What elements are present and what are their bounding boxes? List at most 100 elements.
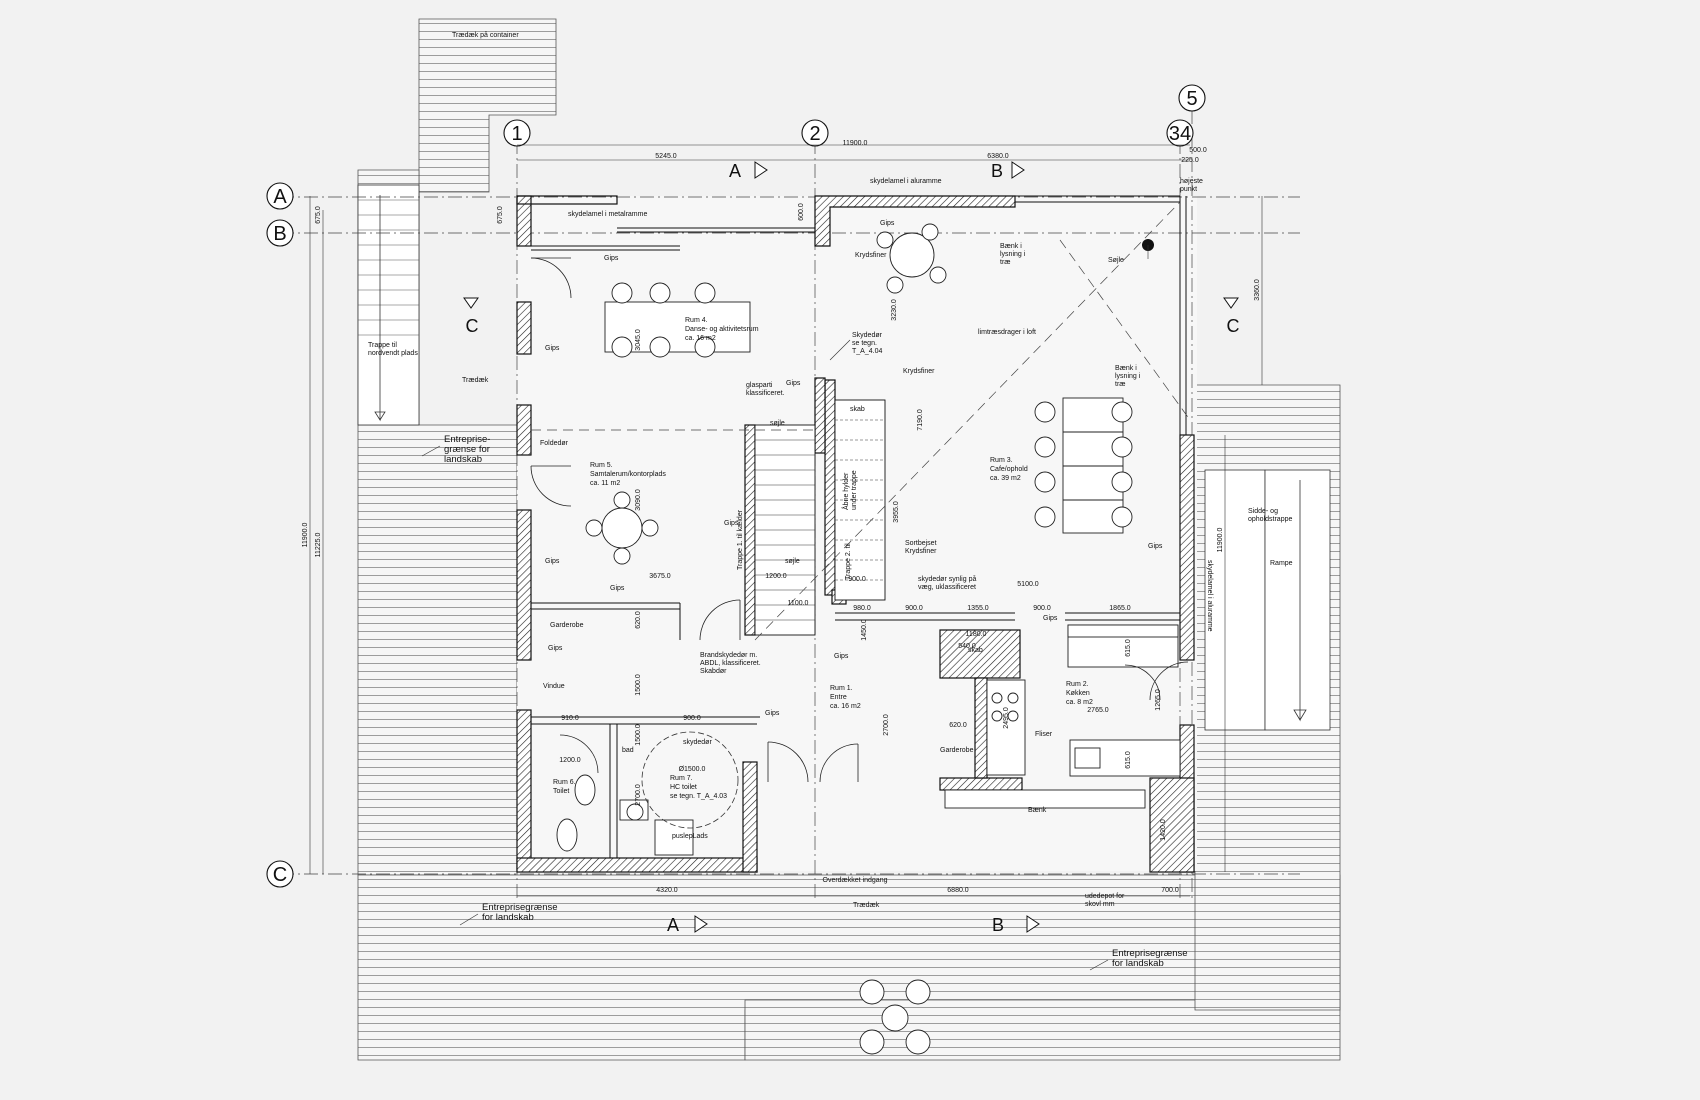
note-column: Søjle (1108, 257, 1124, 264)
east-stair (1204, 469, 1331, 731)
note-fold-door: Foldedør (540, 440, 569, 447)
dim-540: 540.0 (958, 643, 976, 650)
note-sliding-3: skydedør (683, 739, 712, 746)
note-alu-lamel-2: skydelamel i aluramme (1206, 560, 1213, 632)
dim-5100: 5100.0 (1017, 581, 1039, 588)
note-stair-1: Trappe 1. til kælder (737, 509, 744, 570)
section-c-left: C (466, 316, 479, 336)
room-2-label: Rum 2. Køkken ca. 8 m2 (1066, 681, 1093, 706)
dim-r3-3955: 3955.0 (893, 501, 900, 523)
dim-corridor: 1100.0 (788, 600, 809, 607)
note-stair-2: Trappe 2. til (845, 543, 852, 580)
dim-615a: 615.0 (1125, 639, 1132, 657)
note-gips-2: Gips (880, 220, 895, 227)
dim-bottom-700: 700.0 (1161, 887, 1179, 894)
dim-top-left: 5245.0 (655, 153, 677, 160)
dim-r4-height: 3045.0 (635, 329, 642, 351)
dim-615b: 615.0 (1125, 751, 1132, 769)
note-north-stair: Trappe til nordvendt plads (368, 342, 418, 357)
dim-1200: 1200.0 (559, 757, 581, 764)
dim-right-3360: 3360.0 (1254, 279, 1261, 301)
note-metal-lamel: skydelamel i metalramme (568, 211, 647, 218)
grid-bubble-5 (1178, 84, 1206, 112)
dim-top-500: 500.0 (1189, 147, 1207, 154)
grid-label-a: A (273, 186, 287, 208)
note-cupboard: skab (850, 406, 865, 413)
note-window: Vindue (543, 683, 565, 690)
note-plywood-2: Krydsfiner (903, 368, 935, 375)
dim-stair-width: 1200.0 (765, 573, 787, 580)
note-sliding-1: Skydedør se tegn. T_A_4.04 (852, 332, 884, 355)
deck-west (357, 424, 518, 876)
dim-bottom-4320: 4320.0 (656, 887, 678, 894)
walls (516, 195, 1195, 873)
north-stair (357, 184, 420, 426)
note-ramp: Rampe (1270, 560, 1293, 567)
furniture (556, 223, 1181, 1055)
note-changing: puslepLads (672, 833, 708, 840)
note-gips-1: Gips (604, 255, 619, 262)
dim-900a: 900.0 (848, 576, 866, 583)
note-bench-1: Bænk i lysning i træ (1000, 243, 1027, 266)
note-fire-door: Brandskydedør m. ABDL, klassificeret. Sk… (700, 652, 763, 675)
stair-1 (754, 424, 816, 636)
dim-left-11225: 11225.0 (315, 533, 322, 558)
grid-bubble-1 (503, 119, 531, 147)
dim-left-675b: 675.0 (497, 206, 504, 224)
section-markers (463, 161, 1239, 933)
note-gips-11: Gips (1148, 543, 1163, 550)
dim-620b: 620.0 (949, 722, 967, 729)
grid-label-34: 34 (1169, 123, 1191, 145)
note-bench-3: Bænk (1028, 807, 1047, 814)
note-wardrobe-1: Garderobe (550, 622, 584, 629)
dim-1180: 1180.0 (966, 631, 987, 638)
note-gips-glass: Gips (786, 380, 801, 387)
note-gips-4: Gips (724, 520, 739, 527)
roof-lines (531, 201, 1191, 641)
section-b-top: B (991, 161, 1003, 181)
dim-left-11900: 11900.0 (302, 523, 309, 548)
section-c-right: C (1227, 316, 1240, 336)
note-tiles: Fliser (1035, 731, 1053, 738)
note-plywood-1: Krydsfiner (855, 252, 887, 259)
note-deck-1: Trædæk (462, 377, 489, 384)
note-boundary-3: Entreprisegrænse for landskab (1112, 948, 1190, 969)
dim-r3-3230: 3230.0 (891, 299, 898, 321)
grid-label-1: 1 (511, 123, 522, 145)
grid-bubble-A (266, 182, 294, 210)
note-gips-8: Gips (834, 653, 849, 660)
dim-r5-width: 3675.0 (649, 573, 671, 580)
dim-2765: 2765.0 (1087, 707, 1109, 714)
room-3-label: Rum 3. Cafe/ophold ca. 39 m2 (990, 457, 1030, 482)
room-1-label: Rum 1. Entre ca. 16 m2 (830, 685, 861, 710)
dim-1500: 1500.0 (635, 674, 642, 696)
dim-r5-height: 3090.0 (635, 489, 642, 511)
dim-top-225: 225.0 (1181, 157, 1199, 164)
dim-1500b: 1500.0 (635, 724, 642, 746)
grid-label-c: C (273, 864, 287, 886)
note-column-3: søjle (785, 558, 800, 565)
room-7-label: Rum 7. HC toilet se tegn. T_A_4.03 (670, 775, 727, 800)
note-gips-6: Gips (610, 585, 625, 592)
dim-2495: 2495.0 (1003, 707, 1010, 729)
note-bench-2: Bænk i lysning i træ (1115, 365, 1142, 388)
dim-980: 980.0 (853, 605, 871, 612)
grid-bubble-B (266, 219, 294, 247)
note-container-deck: Trædæk på container (452, 31, 519, 39)
dim-900: 900.0 (683, 715, 701, 722)
grid-bubble-34 (1166, 119, 1194, 147)
room-4-label: Rum 4. Danse- og aktivitetsrum ca. 16 m2 (685, 317, 760, 342)
note-black-ply: Sortbejset Krydsfiner (905, 540, 938, 555)
dim-900b: 900.0 (905, 605, 923, 612)
note-wardrobe-2: Garderobe (940, 747, 974, 754)
dim-overall-top: 11900.0 (843, 140, 868, 147)
dimension-lines (309, 144, 1263, 897)
grid-bubbles (266, 84, 1206, 888)
note-highest: højeste punkt (1180, 178, 1205, 193)
note-bath: bad (622, 747, 634, 754)
note-gips-10: Gips (1043, 615, 1058, 622)
note-gips-9: Gips (765, 710, 780, 717)
deck-container (418, 18, 557, 193)
note-gips-3: Gips (545, 345, 560, 352)
note-cupboard-2: skab (968, 647, 983, 654)
